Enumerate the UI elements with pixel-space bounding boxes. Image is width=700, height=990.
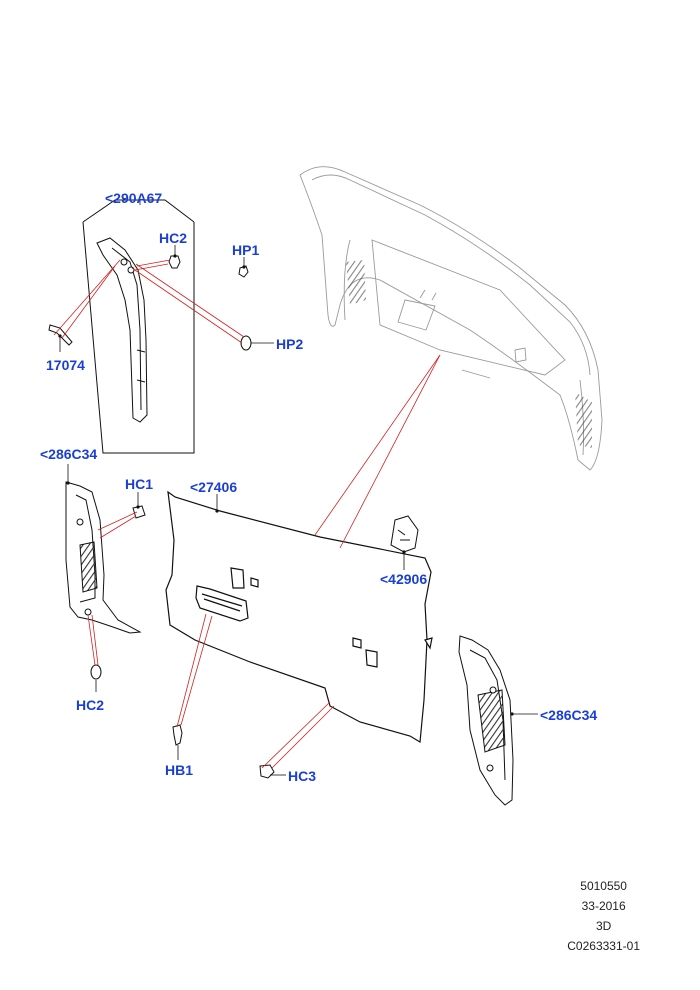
callout-hc2-bottom: HC2 [76, 697, 104, 713]
reference-code: C0263331-01 [567, 939, 640, 953]
callout-upper-trim: <290A67 [105, 190, 162, 206]
hc3-clip [259, 764, 275, 779]
hp2-plug [240, 335, 252, 351]
hb1-bolt [172, 724, 183, 746]
reference-date: 33-2016 [581, 899, 626, 913]
reference-number: 5010550 [580, 879, 627, 893]
callout-hp2: HP2 [276, 336, 303, 352]
leader-lines [53, 259, 441, 769]
callout-17074: 17074 [46, 357, 85, 373]
callout-right-trim: <286C34 [540, 707, 597, 723]
callout-leaders [59, 200, 538, 776]
upper-pillar-trim [96, 237, 148, 423]
callout-hp1: HP1 [232, 242, 259, 258]
hardware-parts [48, 255, 419, 779]
main-lower-trim-panel [165, 490, 433, 744]
hc2-bottom-clip [90, 664, 102, 680]
reference-block: 5010550 33-2016 3D C0263331-01 [567, 876, 640, 956]
reference-view: 3D [595, 919, 612, 933]
right-lower-trim [458, 635, 514, 806]
callout-hb1: HB1 [165, 762, 193, 778]
tailgate-ghost-hatch [346, 260, 592, 448]
callout-main-trim: <27406 [190, 479, 237, 495]
callout-cover-42906: <42906 [380, 571, 427, 587]
tailgate-ghost [299, 166, 603, 471]
callout-hc1: HC1 [125, 476, 153, 492]
callout-dots [58, 254, 514, 716]
hc2-top-clip [168, 255, 181, 269]
callout-hc3: HC3 [288, 768, 316, 784]
callout-left-trim: <286C34 [40, 446, 97, 462]
cover-42906 [390, 515, 419, 553]
left-lower-trim [65, 481, 142, 634]
callout-hc2-top: HC2 [159, 230, 187, 246]
